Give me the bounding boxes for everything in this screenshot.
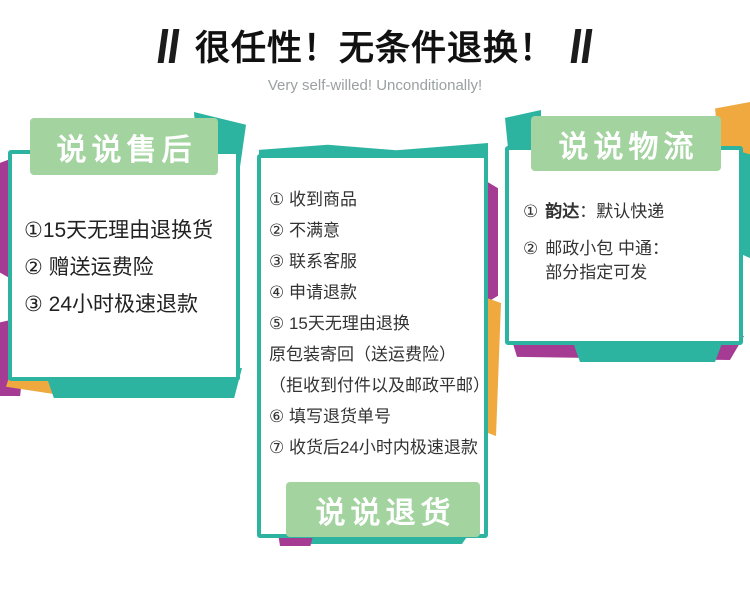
- logistics-badge: 说说物流: [531, 116, 721, 171]
- carrier-name: 邮政小包 中通：: [545, 239, 669, 258]
- after-sales-item: ② 赠送运费险: [24, 256, 154, 279]
- returns-item: ① 收到商品: [269, 190, 357, 209]
- carrier-name: 韵达: [545, 202, 580, 221]
- double-bar-icon-left: [157, 28, 180, 63]
- returns-item: ③ 联系客服: [269, 252, 357, 271]
- carrier-detail: 部分指定可发: [545, 263, 648, 282]
- after-sales-item: ③ 24小时极速退款: [24, 293, 199, 316]
- after-sales-box: ①15天无理由退换货 ② 赠送运费险 ③ 24小时极速退款: [8, 150, 240, 381]
- banner-title: 很任性！无条件退换！: [194, 29, 555, 68]
- banner-subtitle: Very self-willed! Unconditionally!: [267, 77, 483, 94]
- after-sales-badge: 说说售后: [30, 118, 218, 175]
- returns-item: ② 不满意: [269, 221, 340, 240]
- returns-item: ④ 申请退款: [269, 283, 357, 302]
- carrier-detail: ：默认快递: [579, 202, 665, 221]
- returns-item: ⑦ 收货后24小时内极速退款: [269, 438, 478, 457]
- item-number: ①: [523, 202, 539, 221]
- returns-box: ① 收到商品 ② 不满意 ③ 联系客服 ④ 申请退款 ⑤ 15天无理由退换 原包…: [257, 154, 490, 538]
- returns-item: 原包装寄回（送运费险）: [269, 345, 456, 364]
- item-number: ②: [523, 239, 539, 258]
- logistics-item: ① 韵达：默认快递: [523, 200, 731, 224]
- double-bar-icon-right: [570, 28, 593, 63]
- logistics-item: ② 邮政小包 中通： 部分指定可发: [523, 237, 731, 285]
- logistics-box: ① 韵达：默认快递 ② 邮政小包 中通： 部分指定可发: [505, 146, 743, 345]
- returns-item: ⑥ 填写退货单号: [269, 407, 391, 426]
- returns-item: ⑤ 15天无理由退换: [269, 314, 410, 333]
- returns-item: （拒收到付件以及邮政平邮）: [269, 376, 490, 395]
- returns-badge: 说说退货: [286, 482, 480, 537]
- banner-header: 很任性！无条件退换！: [0, 20, 750, 71]
- after-sales-item: ①15天无理由退换货: [24, 219, 214, 242]
